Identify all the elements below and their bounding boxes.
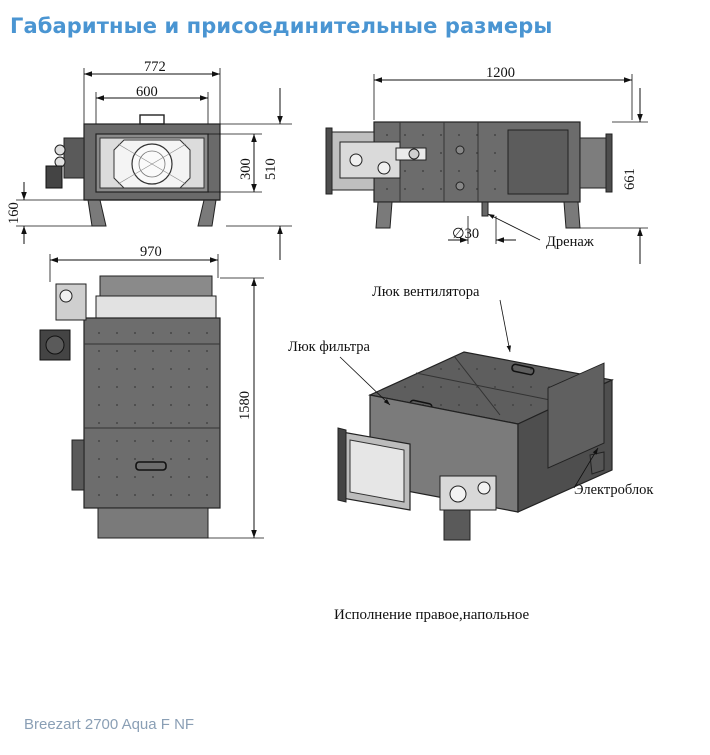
hatch-handle bbox=[135, 461, 167, 471]
page-title: Габаритные и присоединительные размеры bbox=[10, 14, 553, 38]
dim-970: 970 bbox=[140, 244, 162, 260]
dim-300: 300 bbox=[238, 158, 254, 180]
label-drain: Дренаж bbox=[546, 234, 595, 250]
electrical-box bbox=[507, 129, 569, 195]
isometric-view: Люк вентилятора Люк фильтра Электроблок bbox=[288, 284, 654, 541]
dim-160: 160 bbox=[6, 202, 22, 224]
piping-block bbox=[339, 141, 401, 179]
dim-drain-diameter: ∅30 bbox=[452, 226, 479, 242]
side-view: 1200 ∅30 Дренаж bbox=[325, 65, 648, 264]
dim-661: 661 bbox=[622, 168, 638, 190]
dim-1200: 1200 bbox=[486, 65, 515, 81]
dim-772: 772 bbox=[144, 59, 166, 75]
top-view: 970 1580 bbox=[39, 244, 264, 539]
label-fan-hatch: Люк вентилятора bbox=[372, 284, 480, 300]
label-electrical-block: Электроблок bbox=[574, 482, 654, 498]
dim-600: 600 bbox=[136, 84, 158, 100]
dim-510: 510 bbox=[263, 158, 279, 180]
electrical-block bbox=[547, 362, 605, 469]
label-filter-hatch: Люк фильтра bbox=[288, 339, 371, 355]
caption: Исполнение правое,напольное bbox=[334, 607, 530, 623]
footer-model-name: Breezart 2700 Aqua F NF bbox=[24, 716, 195, 733]
dim-1580: 1580 bbox=[237, 391, 253, 420]
front-view: 772 600 300 bbox=[6, 59, 292, 260]
valve-icon bbox=[45, 165, 63, 189]
drain-pipe bbox=[481, 201, 489, 217]
